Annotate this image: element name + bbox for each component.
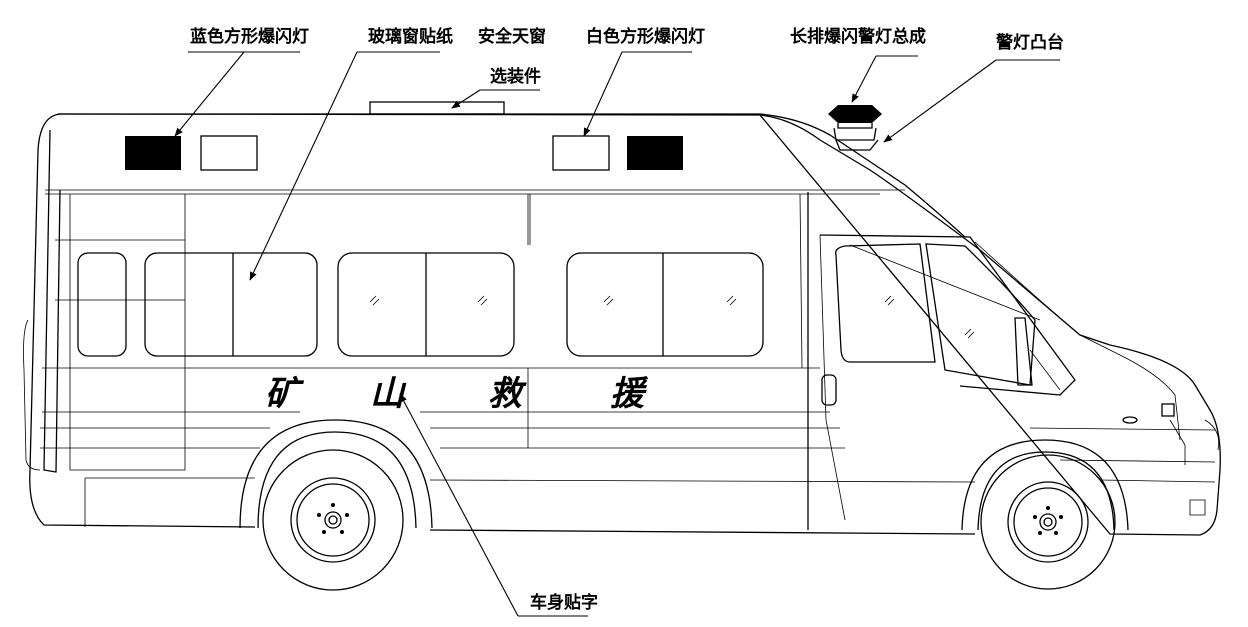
callout-label-sunroof-1: 安全天窗 (478, 26, 546, 47)
white-strobe-light-rear (200, 135, 258, 171)
safety-sunroof (369, 101, 505, 115)
white-strobe-light-front (552, 135, 610, 171)
callout-blue-light: 蓝色方形爆闪灯 (174, 26, 309, 137)
callout-label-window-film: 玻璃窗贴纸 (368, 26, 453, 47)
callout-white-light: 白色方形爆闪灯 (583, 26, 705, 137)
blue-strobe-light-front (627, 136, 683, 170)
callout-label-lightbar: 长排爆闪警灯总成 (790, 26, 926, 47)
callout-label-blue-light: 蓝色方形爆闪灯 (190, 26, 309, 47)
callout-sunroof: 安全天窗 选装件 (451, 26, 546, 109)
callout-label-sunroof-2: 选装件 (490, 66, 541, 87)
callout-lightbar: 长排爆闪警灯总成 (790, 26, 926, 103)
lettering-char-4: 援 (610, 374, 649, 414)
rear-wheel (262, 449, 404, 591)
callout-label-white-light: 白色方形爆闪灯 (586, 26, 705, 47)
blue-strobe-light-rear (125, 136, 181, 170)
side-window-middle (337, 252, 515, 357)
lettering-char-2: 山 (370, 374, 407, 414)
lettering-char-3: 救 (488, 374, 527, 414)
callout-window-film: 玻璃窗贴纸 (249, 26, 453, 281)
film-window-rear (77, 252, 127, 357)
callout-label-lamp-platform: 警灯凸台 (995, 32, 1064, 53)
film-window-side (144, 252, 318, 357)
callout-label-body-lettering: 车身贴字 (530, 592, 598, 613)
body-lettering: 矿 山 救 援 (265, 374, 649, 414)
side-window-front (566, 252, 975, 357)
warning-light-bar (828, 105, 882, 141)
lettering-char-1: 矿 (265, 374, 305, 414)
callout-body-lettering: 车身贴字 (399, 393, 598, 617)
callout-lamp-platform: 警灯凸台 (883, 32, 1064, 143)
front-wheel (980, 454, 1116, 590)
light-platform-bump (835, 139, 879, 151)
vehicle-body (23, 113, 1221, 536)
